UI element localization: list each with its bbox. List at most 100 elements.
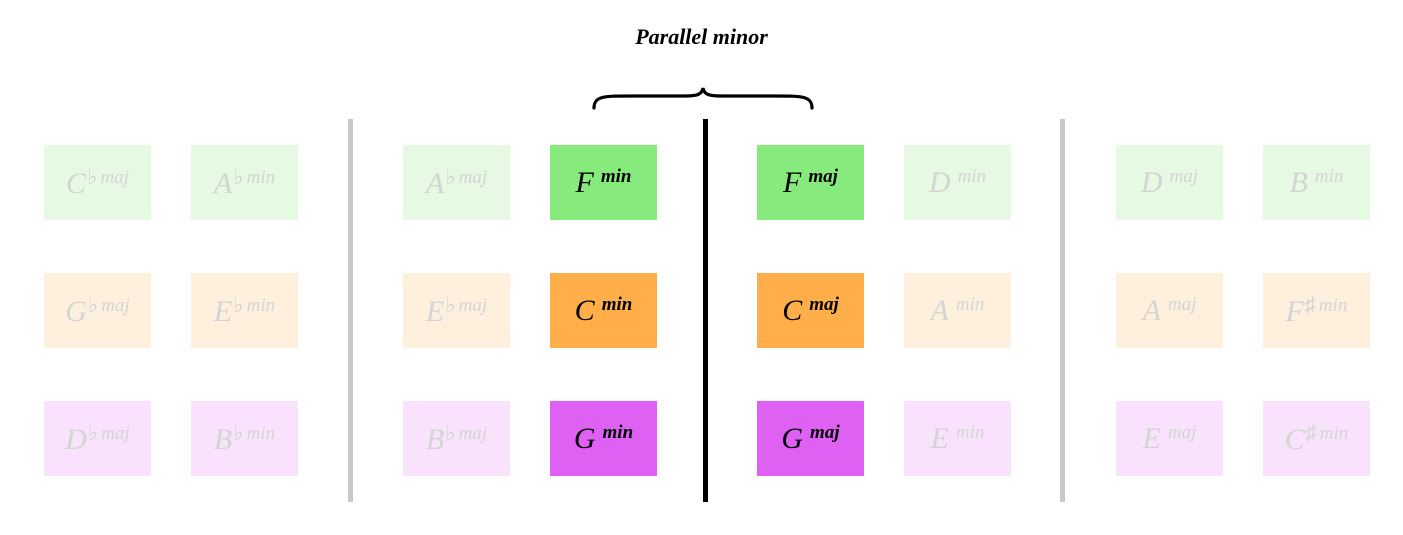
chord-label: C♯min [1285,420,1349,457]
chord-card: E♭maj [403,273,510,348]
chord-root: G [573,421,596,455]
chord-accidental: ♯ [1305,420,1317,445]
chord-quality: maj [809,293,839,315]
chord-root: F [783,165,802,199]
chord-label: D♭maj [65,420,130,457]
chord-label: E♭min [214,292,275,329]
chord-quality: maj [458,295,488,316]
chord-card: G♭maj [44,273,151,348]
chord-root: F [1285,295,1304,328]
chord-root: E [425,295,445,328]
chord-quality: maj [1169,165,1199,187]
chord-label: A♭maj [426,164,487,201]
chord-root: B [213,423,233,456]
chord-accidental: ♭ [87,292,99,317]
chord-card: C♯min [1263,401,1370,476]
chord-quality: min [246,295,276,316]
chord-card: F♯min [1263,273,1370,348]
chord-quality: maj [458,167,488,188]
chord-root: E [1142,421,1161,455]
brace-icon [592,87,814,110]
chord-label: E♭maj [426,292,487,329]
chord-accidental: ♭ [233,420,244,445]
chord-accidental: ♭ [445,292,456,317]
chord-card: B♭min [191,401,298,476]
chord-card: D♭maj [44,401,151,476]
chord-root: A [425,167,445,200]
chord-root: G [65,295,87,328]
chord-root: C [782,293,803,327]
chord-accidental: ♭ [87,164,98,189]
chord-quality: maj [458,423,488,444]
chord-label: G♭maj [65,292,130,329]
chord-quality: min [955,293,985,315]
chord-quality: min [601,293,633,315]
chord-root: D [928,165,951,199]
chord-quality: maj [810,421,840,443]
chord-accidental: ♭ [445,420,456,445]
chord-quality: maj [100,167,129,188]
chord-accidental: ♭ [445,164,456,189]
chord-root: B [1289,165,1308,199]
chord-quality: min [955,421,985,443]
chord-root: C [1284,423,1305,456]
chord-root: C [574,293,595,327]
chord-root: D [65,423,87,456]
chord-label: B♭min [214,420,275,457]
chord-root: F [575,165,594,199]
chord-quality: min [1314,165,1344,187]
chord-quality: min [246,423,276,444]
chord-root: A [930,293,949,327]
chord-root: A [1142,293,1161,327]
chord-card: C♭maj [44,145,151,220]
divider-left [348,119,353,502]
chord-label: B♭maj [426,420,487,457]
chord-root: E [930,421,949,455]
divider-center [703,119,708,502]
chord-root: B [425,423,445,456]
chord-root: A [213,167,233,200]
chord-card: E♭min [191,273,298,348]
chord-quality: min [1318,295,1348,316]
chord-root: C [66,167,87,200]
chord-quality: maj [1167,421,1197,443]
chord-quality: maj [101,295,130,316]
chord-card: B♭maj [403,401,510,476]
chord-accidental: ♯ [1304,292,1316,317]
chord-card: A♭maj [403,145,510,220]
chord-root: D [1140,165,1163,199]
chord-label: F♯min [1286,292,1348,329]
chord-quality: maj [808,165,838,187]
chord-label: A♭min [214,164,275,201]
chord-accidental: ♭ [233,292,244,317]
divider-right [1060,119,1065,502]
chord-quality: min [246,167,276,188]
chord-quality: min [602,421,634,443]
chord-accidental: ♭ [87,420,99,445]
chord-quality: min [600,165,632,187]
chord-root: G [781,421,804,455]
chord-label: C♭maj [66,164,129,201]
